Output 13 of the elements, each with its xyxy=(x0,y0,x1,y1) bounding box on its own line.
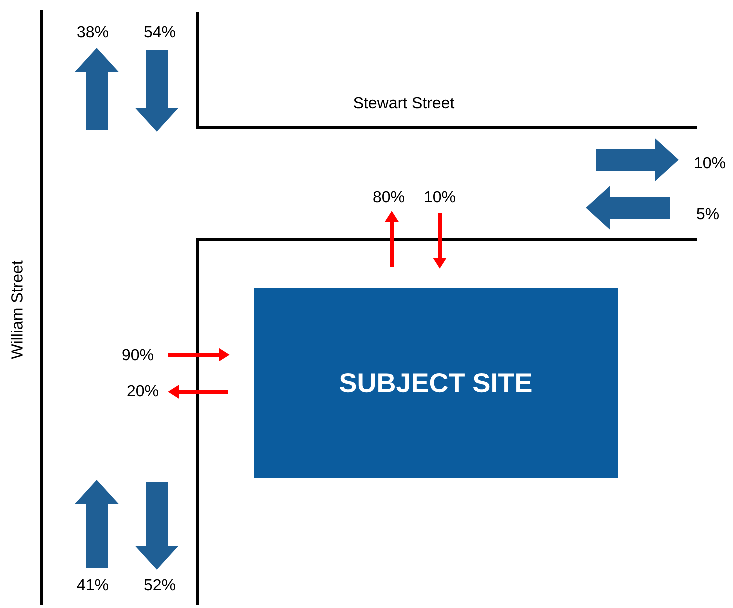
percentage-label: 10% xyxy=(695,157,726,169)
street-label: William Street xyxy=(11,260,23,360)
percentage-label: 41% xyxy=(77,579,108,591)
percentage-label: 38% xyxy=(78,26,108,38)
percentage-label: 54% xyxy=(144,26,176,38)
street-label: Stewart Street xyxy=(354,97,455,109)
percentage-label: 90% xyxy=(122,349,154,361)
percentage-label: 5% xyxy=(697,208,719,220)
percentage-label: 10% xyxy=(425,191,456,203)
percentage-label: 80% xyxy=(374,191,404,203)
site-box: SUBJECT SITE xyxy=(254,288,618,478)
percentage-label: 52% xyxy=(144,579,176,591)
percentage-label: 20% xyxy=(128,385,158,397)
